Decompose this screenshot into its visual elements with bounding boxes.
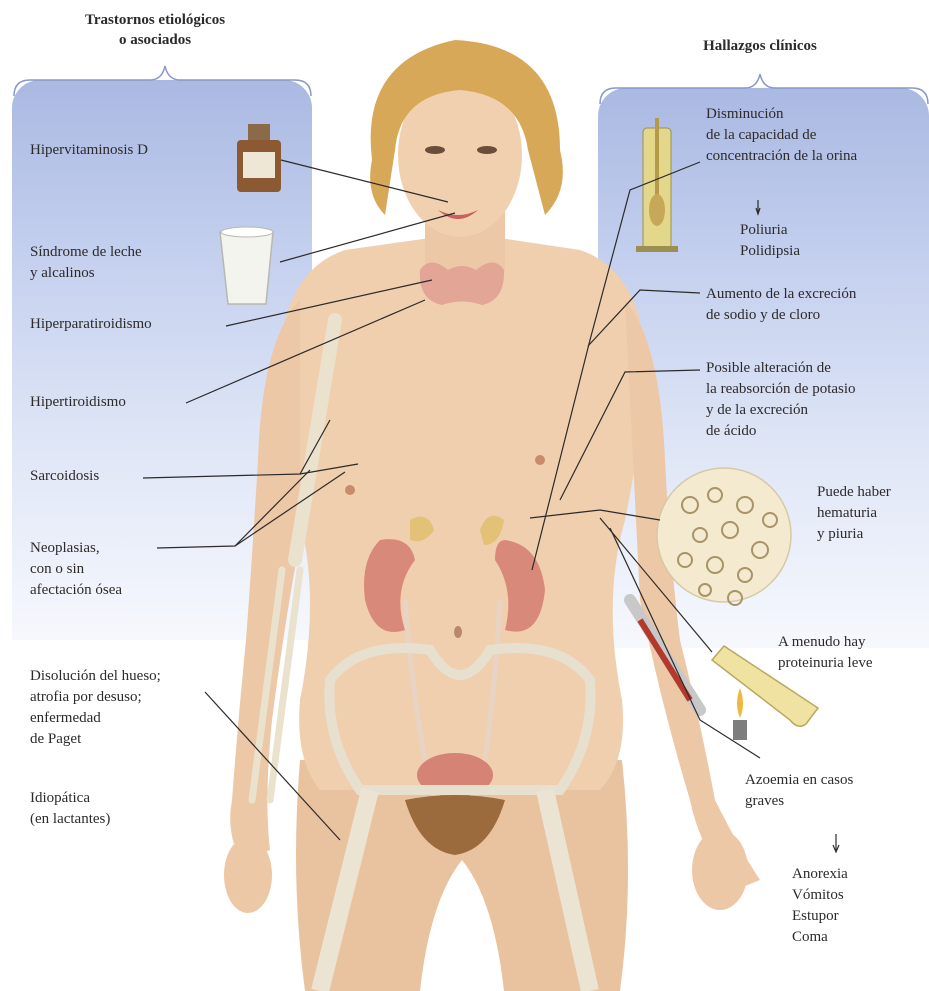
label-neoplasias: Neoplasias, con o sin afectación ósea [30, 538, 122, 601]
label-hiperparatiroidismo: Hiperparatiroidismo [30, 314, 152, 335]
label-hipertiroidismo: Hipertiroidismo [30, 392, 126, 413]
left-arm [230, 300, 300, 860]
microscope-field-icon [657, 468, 791, 605]
label-azoemia: Azoemia en casos graves [745, 770, 853, 812]
left-brace [14, 66, 311, 96]
medicine-bottle-icon [237, 124, 281, 192]
label-aumento: Aumento de la excreción de sodio y de cl… [706, 284, 856, 326]
label-poliuria: Poliuria Polidipsia [740, 220, 800, 262]
label-disminucion: Disminución de la capacidad de concentra… [706, 104, 857, 167]
right-hand [692, 830, 748, 910]
burner-icon [733, 688, 747, 740]
label-posible: Posible alteración de la reabsorción de … [706, 358, 856, 442]
label-proteinuria: A menudo hay proteinuria leve [778, 632, 873, 674]
label-sindrome-leche: Síndrome de leche y alcalinos [30, 242, 142, 284]
left-hand [224, 837, 272, 913]
label-sarcoidosis: Sarcoidosis [30, 466, 99, 487]
thyroid [420, 263, 504, 306]
label-anorexia: Anorexia Vómitos Estupor Coma [792, 864, 848, 948]
milk-glass-icon [220, 227, 273, 304]
label-idiopatica: Idiopática (en lactantes) [30, 788, 110, 830]
right-heading: Hallazgos clínicos [660, 36, 860, 56]
label-hematuria: Puede haber hematuria y piuria [817, 482, 891, 545]
label-disolucion: Disolución del hueso; atrofia por desuso… [30, 666, 161, 750]
label-hipervitaminosis: Hipervitaminosis D [30, 140, 148, 161]
right-brace [600, 74, 928, 104]
left-heading: Trastornos etiológicos o asociados [40, 10, 270, 50]
